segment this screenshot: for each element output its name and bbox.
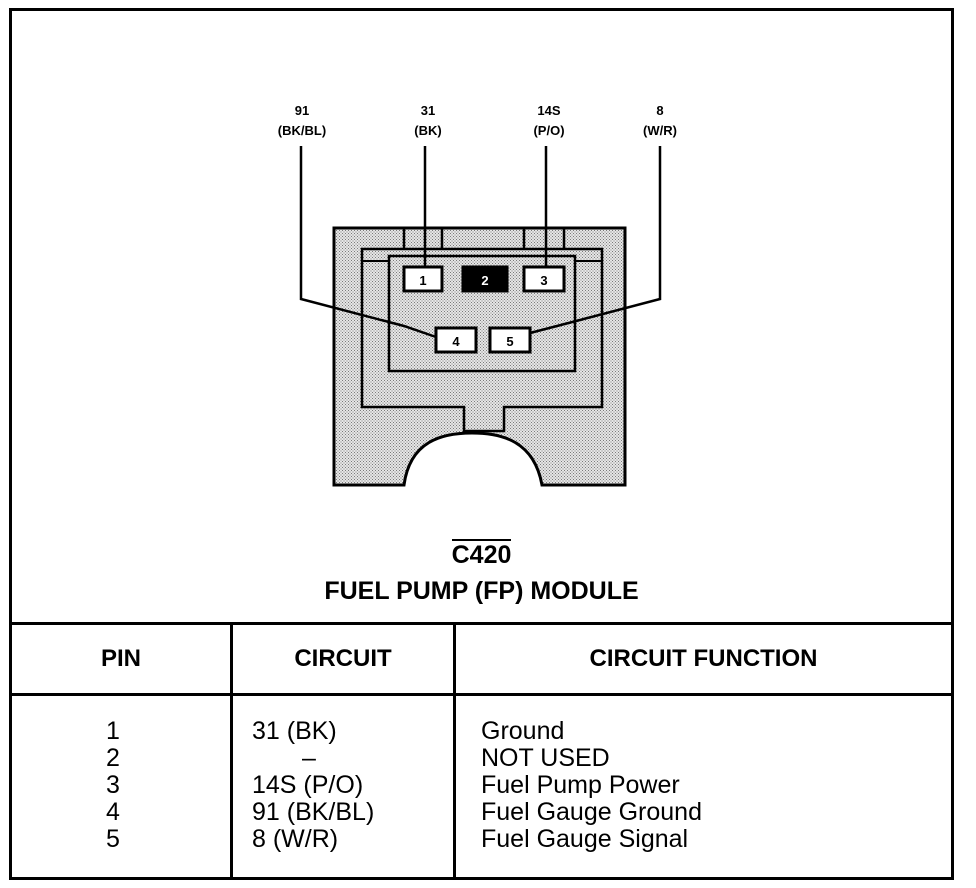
cavity-2-label: 2 (481, 273, 488, 288)
pin-table-body: 1 2 3 4 5 31 (BK) – 14S (P/O) 91 (BK/BL)… (12, 693, 951, 880)
cavity-5 (488, 326, 532, 354)
function-value: Fuel Pump Power (481, 771, 680, 799)
housing-tab-left (402, 228, 444, 249)
function-value: Fuel Gauge Signal (481, 825, 689, 853)
function-column: Ground NOT USED Fuel Pump Power Fuel Gau… (453, 693, 951, 880)
cavity-4 (434, 326, 478, 354)
circuit-value: – (302, 744, 316, 772)
housing-outer-channel (360, 247, 604, 433)
cavity-4-label: 4 (452, 334, 460, 349)
cavity-3 (522, 265, 566, 293)
pin-value: 1 (106, 717, 120, 745)
pin-value: 5 (106, 825, 120, 853)
function-value: NOT USED (481, 744, 610, 772)
cavity-2 (461, 265, 509, 293)
pin-column: 1 2 3 4 5 (12, 693, 233, 880)
function-value: Ground (481, 717, 565, 745)
circuit-value: 31 (BK) (252, 717, 337, 745)
connector-diagram: 91 (BK/BL) 31 (BK) 14S (P/O) 8 (W/R) (12, 11, 951, 621)
cavity-3-label: 3 (540, 273, 547, 288)
connector-id: C420 (451, 539, 512, 569)
function-value: Fuel Gauge Ground (481, 798, 702, 826)
pin-table: PIN CIRCUIT CIRCUIT FUNCTION 1 2 3 4 5 3… (12, 622, 951, 880)
circuit-column: 31 (BK) – 14S (P/O) 91 (BK/BL) 8 (W/R) (230, 693, 456, 880)
circuit-value: 14S (P/O) (252, 771, 364, 799)
wire-label-8: 8 (W/R) (643, 103, 677, 138)
wire-91 (299, 146, 437, 339)
diagram-frame: 91 (BK/BL) 31 (BK) 14S (P/O) 8 (W/R) (9, 8, 954, 880)
cavity-1 (402, 265, 444, 293)
pin-value: 2 (106, 744, 120, 772)
header-pin: PIN (12, 622, 233, 696)
pin-table-header: PIN CIRCUIT CIRCUIT FUNCTION (12, 622, 951, 696)
wire-8 (529, 146, 662, 335)
header-circuit-function: CIRCUIT FUNCTION (453, 622, 951, 696)
wire-label-31: 31 (BK) (414, 103, 442, 138)
cavity-5-label: 5 (506, 334, 513, 349)
wire-label-14s: 14S (P/O) (533, 103, 565, 138)
connector-name: FUEL PUMP (FP) MODULE (324, 577, 639, 605)
wire-label-91: 91 (BK/BL) (277, 103, 327, 138)
header-circuit: CIRCUIT (230, 622, 456, 696)
pin-value: 4 (106, 798, 120, 826)
cavity-1-label: 1 (419, 273, 426, 288)
connector-drawing: 1 2 3 4 5 (299, 146, 662, 487)
circuit-value: 8 (W/R) (252, 825, 339, 853)
pin-value: 3 (106, 771, 120, 799)
circuit-value: 91 (BK/BL) (252, 798, 375, 826)
housing-inner-channel (387, 254, 577, 373)
housing-tab-right (522, 228, 566, 249)
